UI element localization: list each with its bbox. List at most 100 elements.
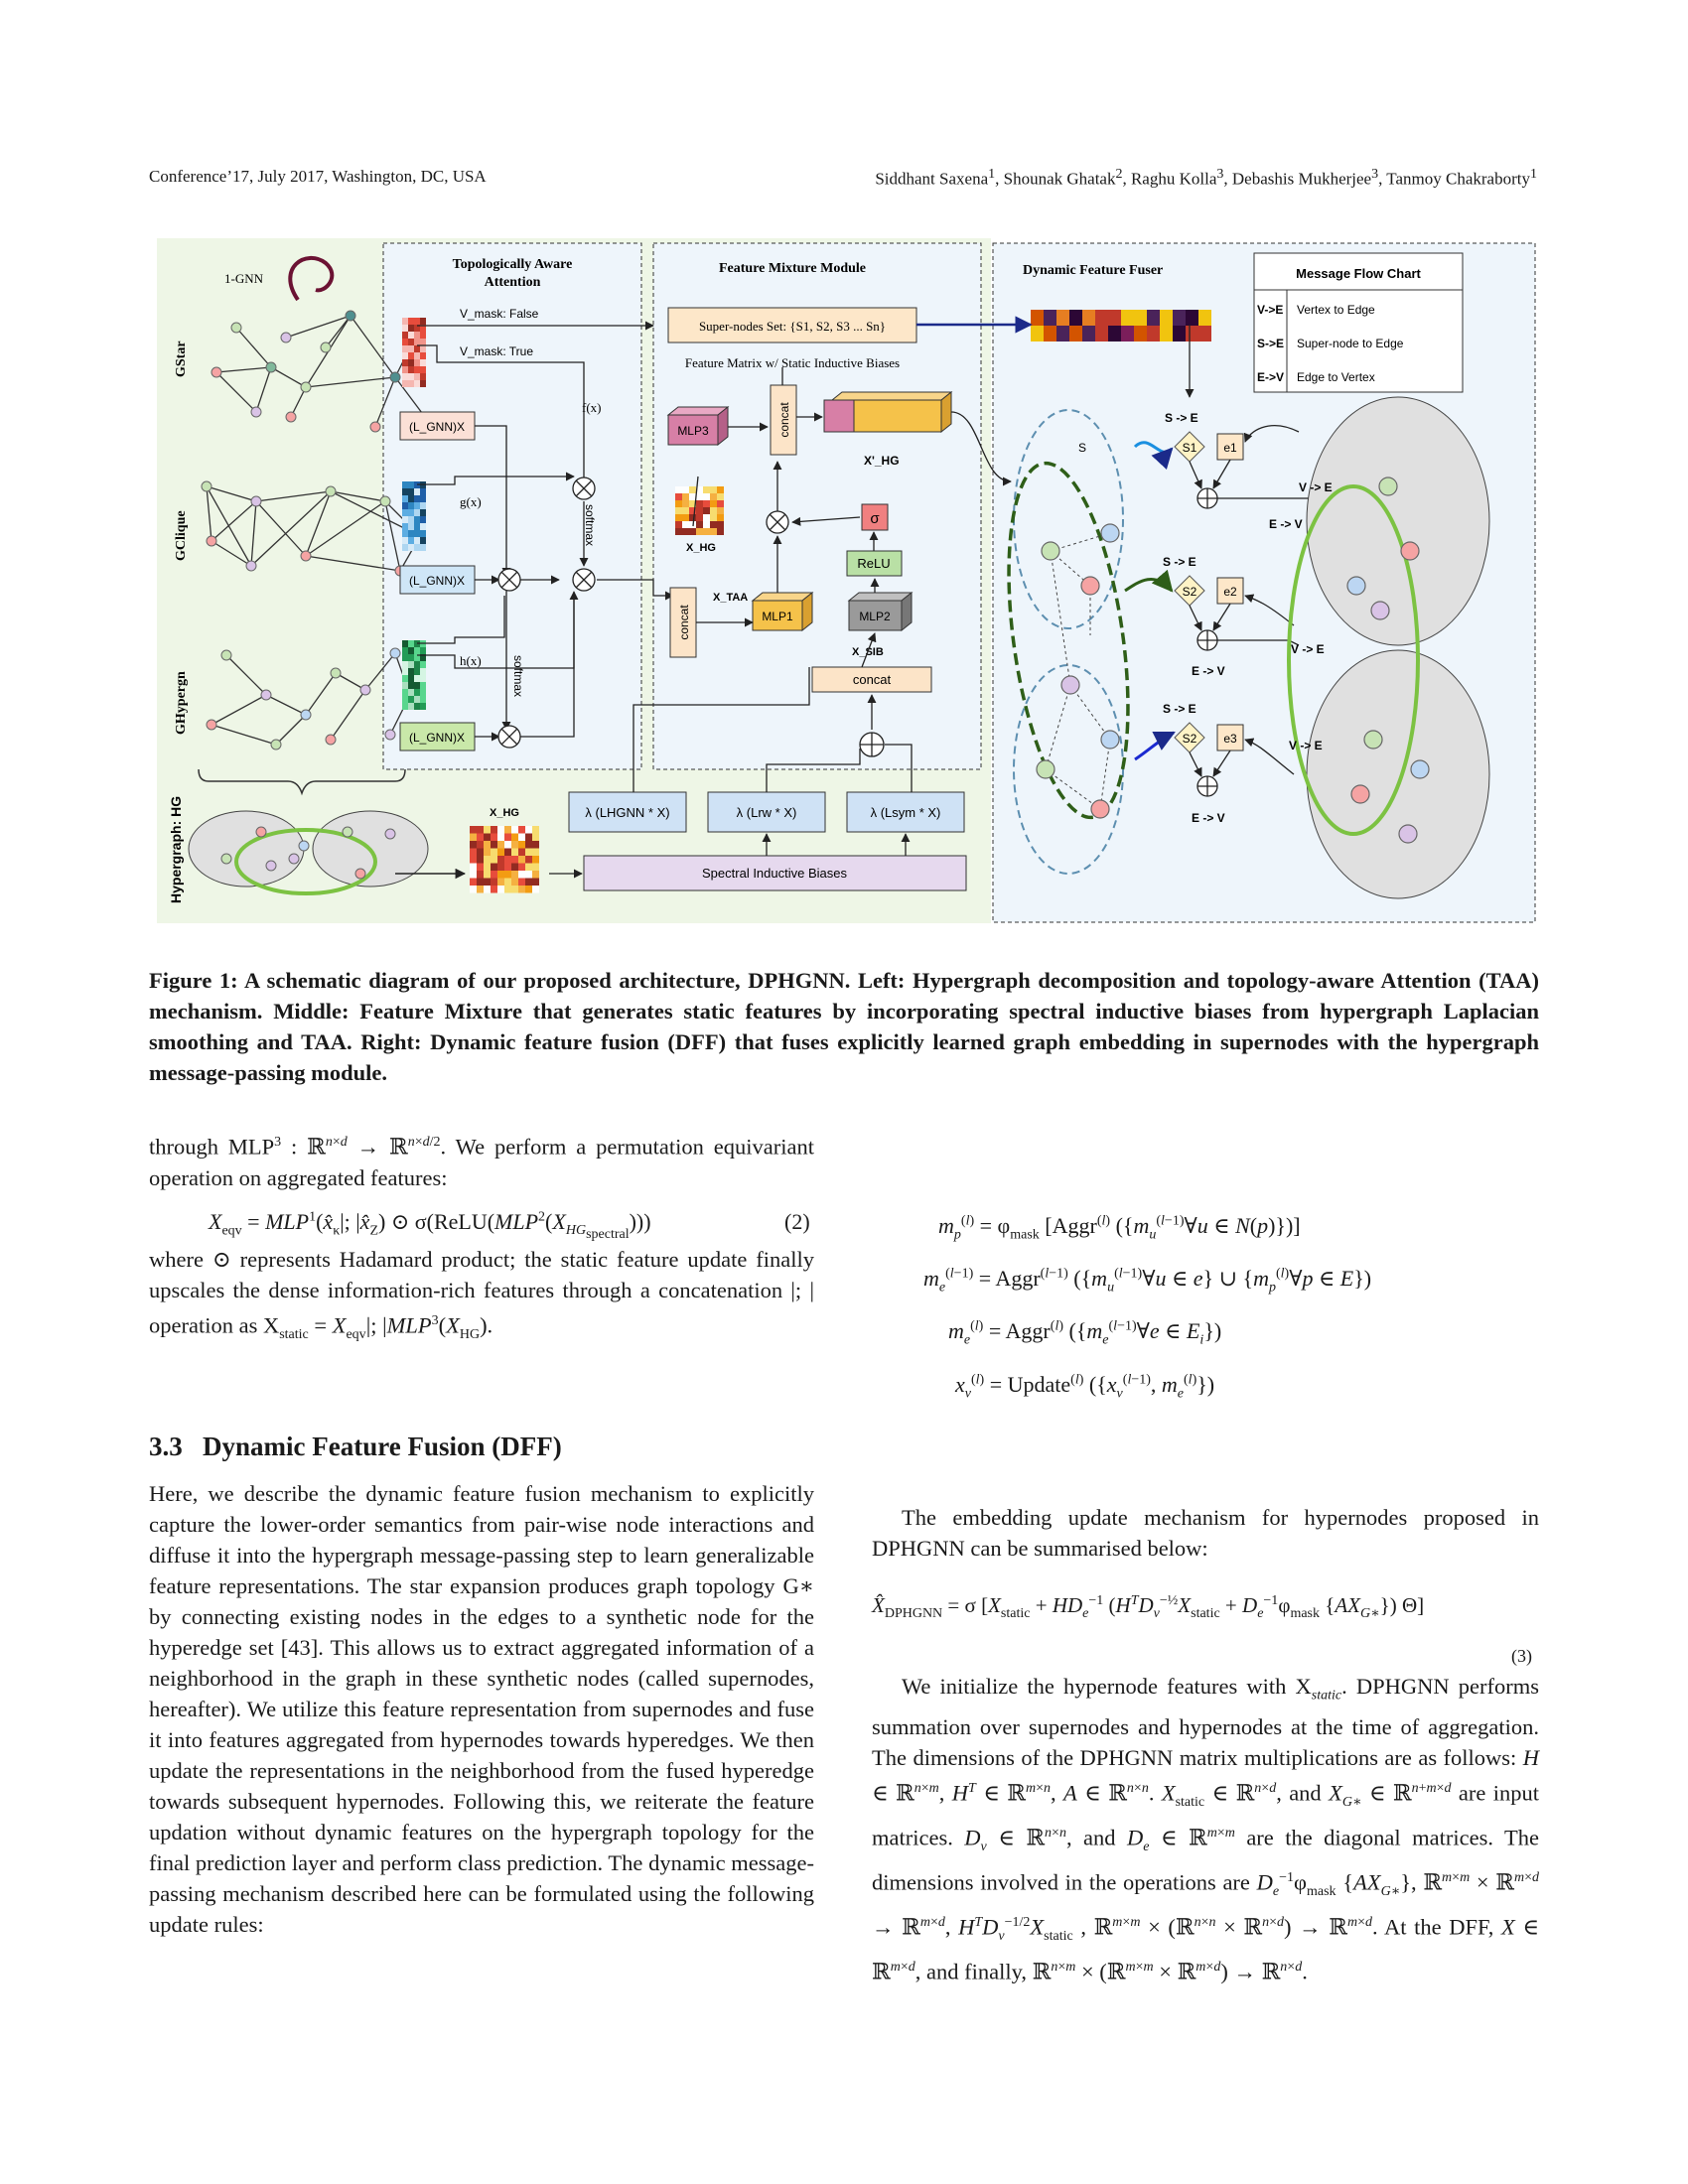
- heatmap-cell: [484, 871, 491, 879]
- heatmap-cell: [408, 523, 414, 530]
- heatmap-cell: [414, 537, 420, 544]
- heatmap-cell: [675, 528, 682, 535]
- heatmap-cell: [477, 871, 484, 879]
- taa-panel: [382, 242, 642, 770]
- heatmap-cell: [402, 523, 408, 530]
- heatmap-green: [402, 640, 426, 710]
- p1-end: . We perform a permutation equivariant o…: [149, 1134, 814, 1190]
- architecture-diagram: 1-GNN GStar GClique GHypergn Hypergraph:…: [157, 238, 1536, 923]
- heatmap-cell: [420, 530, 426, 537]
- heatmap-cell: [532, 863, 539, 871]
- heatmap-cell: [402, 352, 408, 359]
- heatmap-cell: [491, 856, 497, 864]
- multiply-ops: [497, 477, 596, 749]
- e-v-label: E -> V: [1192, 664, 1225, 678]
- heatmap-cell: [484, 856, 491, 864]
- supernodes-label: Super-nodes Set: {S1, S2, S3 ... Sn}: [699, 319, 886, 334]
- heatmap-cell: [532, 848, 539, 856]
- heatmap-cell: [717, 486, 724, 493]
- heatmap-cell: [408, 488, 414, 495]
- heatmap-cell: [682, 500, 689, 507]
- heatmap-cell: [1160, 310, 1173, 326]
- xprime-label: X'_HG: [864, 454, 900, 468]
- heatmap-cell: [408, 696, 414, 703]
- softmax-label: softmax: [511, 655, 525, 697]
- heatmap-cell: [408, 647, 414, 654]
- heatmap-cell: [710, 528, 717, 535]
- heatmap-cell: [491, 848, 497, 856]
- heatmap-cell: [504, 826, 511, 834]
- heatmap-cell: [703, 514, 710, 521]
- gclique-label: GClique: [174, 510, 189, 561]
- ghypergn-graph: [206, 647, 416, 751]
- s2-label: S2: [1183, 732, 1197, 746]
- self-loop-icon: [288, 256, 335, 302]
- heatmap-cell: [420, 366, 426, 373]
- legend-key: E->V: [1257, 370, 1284, 384]
- heatmap-cell: [518, 856, 525, 864]
- heatmap-cell: [408, 359, 414, 366]
- heatmap-cell: [470, 848, 477, 856]
- heatmap-cell: [703, 521, 710, 528]
- heatmap-cell: [696, 528, 703, 535]
- vmask-false-label: V_mask: False: [460, 307, 539, 321]
- heatmap-cell: [518, 886, 525, 893]
- heatmap-cell: [484, 841, 491, 849]
- left-labels: 1-GNN GStar GClique GHypergn Hypergraph:…: [168, 256, 335, 903]
- heatmap-cell: [420, 373, 426, 380]
- heatmap-cell: [420, 509, 426, 516]
- heatmap-cell: [710, 521, 717, 528]
- heatmap-cell: [511, 878, 518, 886]
- heatmap-red: [402, 318, 426, 387]
- heatmap-cell: [470, 878, 477, 886]
- heatmap-cell: [682, 493, 689, 500]
- heatmap-cell: [710, 500, 717, 507]
- heatmap-cell: [470, 871, 477, 879]
- heatmap-cell: [717, 528, 724, 535]
- heatmap-cell: [420, 339, 426, 345]
- dff-title: Dynamic Feature Fuser: [1023, 263, 1163, 278]
- heatmap-cell: [414, 647, 420, 654]
- heatmap-cell: [402, 544, 408, 551]
- heatmap-cell: [710, 507, 717, 514]
- heatmap-cell: [484, 826, 491, 834]
- concat-label: concat: [777, 402, 791, 438]
- heatmap-cell: [1082, 326, 1095, 341]
- heatmap-xhg: [470, 826, 539, 893]
- spectral-boxes: λ (LHGNN * X) λ (Lrw * X) λ (Lsym * X) S…: [490, 791, 967, 891]
- heatmap-cell: [532, 841, 539, 849]
- author-affiliation: 3: [1371, 167, 1379, 182]
- hypergraph-label: Hypergraph: HG: [168, 796, 184, 903]
- section-number: 3.3: [149, 1432, 183, 1461]
- heatmap-cell: [504, 848, 511, 856]
- gstar-graph: [211, 310, 431, 433]
- author-name: Siddhant Saxena: [875, 169, 989, 189]
- heatmap-cell: [696, 486, 703, 493]
- heatmap-cell: [402, 530, 408, 537]
- gclique-graph: [201, 480, 426, 577]
- heatmap-cell: [420, 352, 426, 359]
- heatmap-cell: [511, 848, 518, 856]
- heatmap-cell: [1173, 326, 1186, 341]
- heatmap-cell: [420, 647, 426, 654]
- s-e-label: S -> E: [1163, 555, 1196, 569]
- heatmap-supernodes: [1031, 310, 1211, 341]
- heatmap-cell: [504, 886, 511, 893]
- heatmap-cell: [402, 654, 408, 661]
- heatmap-cell: [408, 530, 414, 537]
- heatmap-cell: [518, 833, 525, 841]
- heatmap-cell: [1134, 326, 1147, 341]
- heatmap-cell: [675, 500, 682, 507]
- heatmap-cell: [414, 332, 420, 339]
- heatmap-cell: [511, 826, 518, 834]
- v-e-label: V -> E: [1291, 642, 1325, 656]
- v-e-label: V -> E: [1299, 480, 1333, 494]
- equation-3-number: (3): [1511, 1646, 1532, 1666]
- heatmap-cell: [497, 848, 504, 856]
- heatmap-cell: [689, 528, 696, 535]
- heatmap-cell: [689, 500, 696, 507]
- heatmap-cell: [408, 544, 414, 551]
- heatmap-cell: [717, 500, 724, 507]
- e3-label: e3: [1223, 732, 1237, 746]
- heatmap-cell: [402, 682, 408, 689]
